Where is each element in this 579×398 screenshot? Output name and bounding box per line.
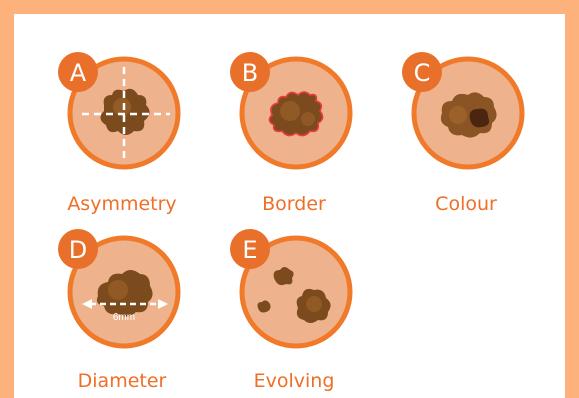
mole-shading [280, 101, 300, 121]
badge-letter: B [242, 59, 258, 87]
colour-illustration: C [396, 39, 536, 179]
item-asymmetry: A Asymmetry [52, 39, 192, 219]
abcde-panel: A Asymmetry B Border C Colour [14, 14, 565, 398]
measure-label: 6mm [113, 312, 135, 323]
badge-letter: D [69, 236, 87, 264]
label-diameter: Diameter [52, 370, 192, 392]
label-colour: Colour [396, 193, 536, 215]
mole-light-area [449, 106, 467, 124]
diameter-illustration: 6mm D [52, 216, 192, 356]
label-evolving: Evolving [224, 370, 364, 392]
badge-letter: A [70, 59, 87, 87]
border-illustration: B [224, 39, 364, 179]
mole-shading [306, 296, 322, 312]
badge-letter: E [242, 236, 257, 264]
item-diameter: 6mm D Diameter [52, 216, 192, 396]
badge-letter: C [414, 59, 431, 87]
mole-shading [108, 280, 128, 300]
asymmetry-illustration: A [52, 39, 192, 179]
item-border: B Border [224, 39, 364, 219]
item-evolving: E Evolving [224, 216, 364, 396]
item-colour: C Colour [396, 39, 536, 219]
label-border: Border [224, 193, 364, 215]
mole-dark-area [470, 109, 489, 128]
label-asymmetry: Asymmetry [52, 193, 192, 215]
mole-shading [301, 112, 315, 126]
evolving-illustration: E [224, 216, 364, 356]
